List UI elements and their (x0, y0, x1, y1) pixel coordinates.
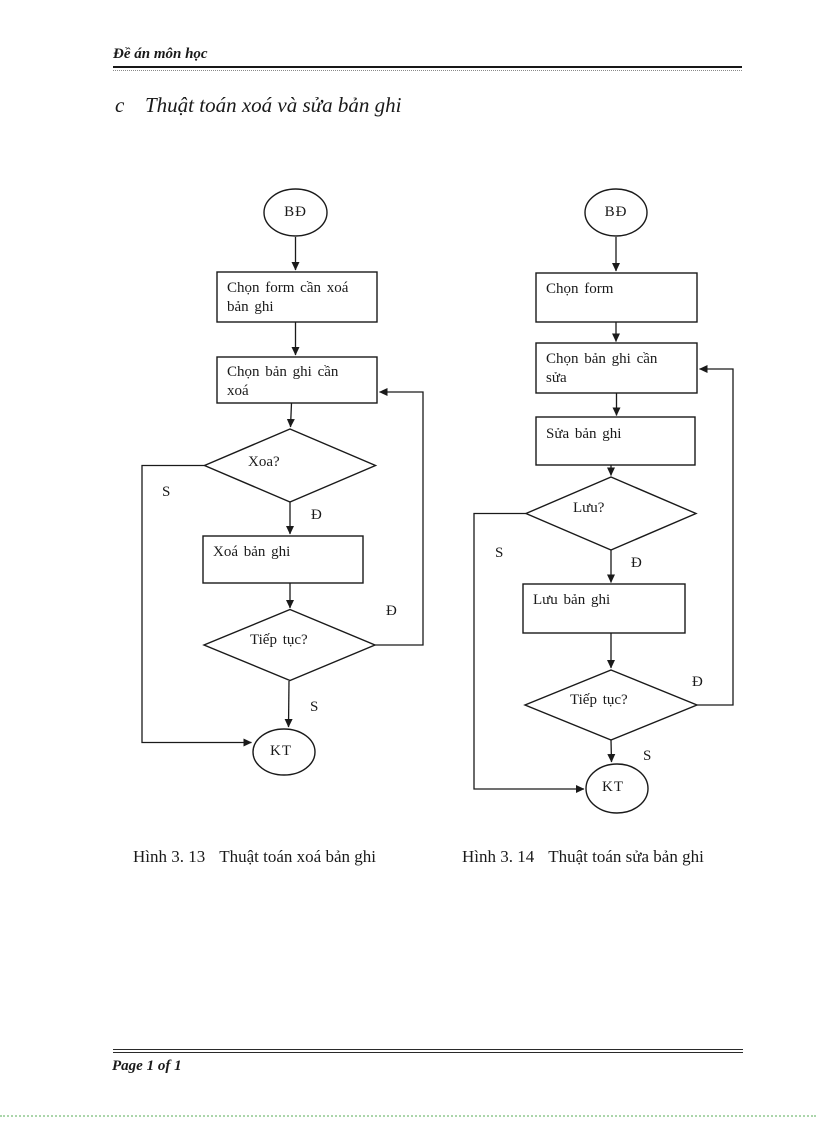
left-decision1-no-label: S (162, 484, 171, 500)
flowchart-right-connectors (473, 237, 734, 793)
left-start-label: BĐ (284, 204, 307, 220)
right-figure-caption-number: Hình 3. 14 (462, 847, 535, 866)
left-end-ellipse (252, 728, 316, 776)
right-step4-box (522, 583, 686, 634)
flowchart-left-connectors (141, 237, 424, 747)
left-decision1-diamond (202, 428, 378, 503)
left-figure-caption: Hình 3. 13 Thuật toán xoá bản ghi (133, 847, 376, 867)
footer-page-number: Page 1 of 1 (112, 1058, 182, 1074)
right-decision1-yes-label: Đ (631, 555, 642, 571)
header-rule-dots (113, 70, 742, 71)
page-edge-dotted-line (0, 1115, 816, 1117)
header-rule (113, 66, 742, 68)
section-heading-marker: c (115, 93, 125, 117)
left-decision1-label: Xoa? (248, 454, 280, 470)
left-step2-line2: xoá (227, 383, 249, 399)
left-step1-line2: bản ghi (227, 299, 274, 315)
right-step2-box (535, 342, 698, 394)
right-loop-yes-line (697, 365, 734, 706)
right-step2-text: Chọn bản ghi cần sửa (546, 350, 657, 388)
right-step3-text: Sửa bản ghi (546, 426, 622, 442)
right-decision2-no-label: S (643, 748, 652, 764)
section-heading-text: Thuật toán xoá và sửa bản ghi (145, 93, 402, 117)
left-decision1-yes-label: Đ (311, 507, 322, 523)
left-arrow-step2-decision1 (286, 402, 295, 428)
section-heading: c Thuật toán xoá và sửa bản ghi (115, 93, 401, 118)
left-decision2-diamond (202, 608, 377, 682)
left-decision2-no-label: S (310, 699, 319, 715)
left-decision2-yes-label: Đ (386, 603, 397, 619)
right-step1-text: Chọn form (546, 281, 614, 297)
right-decision1-no-label: S (495, 545, 504, 561)
left-start-ellipse (263, 188, 328, 237)
left-step2-text: Chọn bản ghi cần xoá (227, 363, 338, 401)
left-step1-line1: Chọn form cần xoá (227, 280, 349, 296)
right-end-ellipse (585, 763, 649, 814)
right-step2-line1: Chọn bản ghi cần (546, 351, 658, 367)
right-step1-box (535, 272, 698, 323)
left-loop-no-line (141, 464, 252, 747)
footer-rule (113, 1049, 743, 1053)
left-step1-text: Chọn form cần xoá bản ghi (227, 279, 348, 317)
left-figure-caption-title: Thuật toán xoá bản ghi (219, 847, 376, 866)
header-title: Đề án môn học (113, 46, 208, 62)
right-figure-caption-title: Thuật toán sửa bản ghi (548, 847, 704, 866)
left-decision2-label: Tiếp tục? (250, 632, 308, 648)
right-figure-caption: Hình 3. 14 Thuật toán sửa bản ghi (462, 847, 704, 867)
right-start-label: BĐ (604, 204, 628, 220)
right-step2-line2: sửa (546, 370, 567, 386)
right-decision1-diamond (524, 476, 698, 551)
flowchart-right (522, 188, 699, 814)
left-arrow-decision2-end (284, 680, 293, 728)
right-decision2-yes-label: Đ (692, 674, 703, 690)
left-step3-box (202, 535, 364, 584)
right-end-label: KT (602, 779, 624, 795)
right-decision1-label: Lưu? (573, 500, 605, 516)
flowchart-left (202, 188, 378, 776)
right-decision2-label: Tiếp tục? (570, 692, 628, 708)
right-loop-no-line (473, 512, 585, 793)
left-step1-box (216, 271, 378, 323)
right-arrow-decision2-end (607, 739, 616, 763)
left-step2-box (216, 356, 378, 404)
left-step2-line1: Chọn bản ghi cần (227, 364, 339, 380)
left-end-label: KT (270, 743, 292, 759)
left-loop-yes-line (375, 388, 424, 646)
left-figure-caption-number: Hình 3. 13 (133, 847, 206, 866)
right-step4-text: Lưu bản ghi (533, 592, 611, 608)
right-start-ellipse (584, 188, 648, 237)
left-step3-text: Xoá bản ghi (213, 544, 291, 560)
right-step3-box (535, 416, 696, 466)
